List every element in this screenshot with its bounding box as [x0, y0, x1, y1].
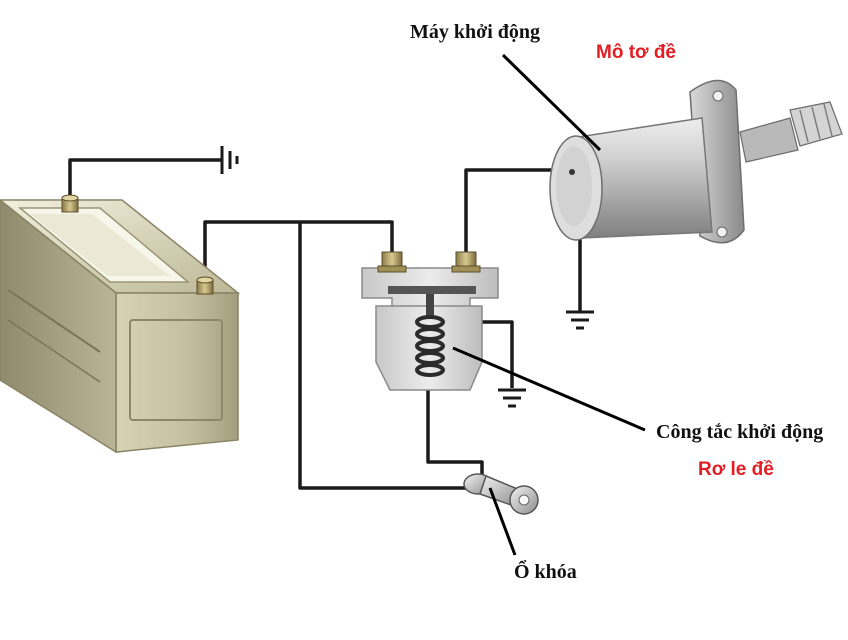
relay-coil	[415, 315, 445, 377]
label-starter-motor: Máy khởi động	[410, 21, 540, 43]
battery-negative-terminal	[61, 194, 79, 213]
ground-symbol-relay	[498, 388, 526, 408]
wire-battery-ignition	[298, 222, 475, 490]
battery	[0, 194, 241, 454]
ground-symbol-battery	[220, 146, 239, 174]
leader-starter-switch	[452, 346, 646, 432]
starter-motor	[549, 79, 843, 244]
starter-relay	[361, 251, 499, 391]
leader-lines	[452, 53, 646, 556]
wire-battery-ground	[68, 158, 222, 205]
label-starter-motor-alt: Mô tơ đề	[596, 42, 676, 63]
motor-shaft	[739, 101, 843, 163]
ignition-key	[463, 473, 539, 515]
ground-symbol-motor	[566, 310, 594, 330]
label-starter-relay: Rơ le đề	[698, 459, 774, 480]
wire-relay-motor	[464, 168, 575, 258]
leader-starter-motor	[501, 53, 602, 152]
label-starter-switch: Công tắc khởi động	[656, 421, 823, 443]
relay-terminal-battery	[377, 251, 407, 273]
wire-coil-ignition	[426, 388, 484, 480]
label-ignition-switch: Ổ khóa	[514, 559, 577, 583]
relay-terminal-motor	[451, 251, 481, 273]
battery-positive-terminal	[196, 276, 214, 295]
wiring	[68, 158, 582, 490]
leader-ignition-key	[488, 487, 517, 556]
